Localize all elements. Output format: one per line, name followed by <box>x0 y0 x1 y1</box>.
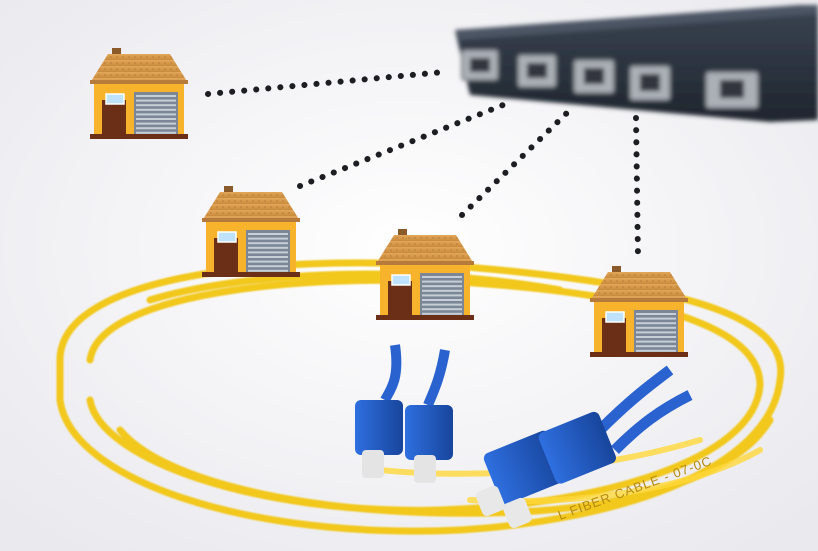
roof <box>90 54 188 83</box>
connection-lines <box>205 69 641 261</box>
garage-door <box>134 92 178 136</box>
door <box>102 100 126 134</box>
base <box>90 134 188 139</box>
roof <box>590 272 688 301</box>
house-icon <box>90 48 188 139</box>
connection-line-4 <box>633 115 641 261</box>
garage-door <box>420 273 464 317</box>
connection-line-1 <box>205 69 447 97</box>
roof <box>202 192 300 221</box>
window <box>391 274 411 286</box>
window <box>105 93 125 105</box>
base <box>202 272 300 277</box>
house-icon <box>202 186 300 277</box>
door <box>388 281 412 315</box>
garage-door <box>634 310 678 354</box>
base <box>590 352 688 357</box>
sc-connectors-right <box>475 365 693 528</box>
window <box>217 231 237 243</box>
network-switch <box>455 5 818 122</box>
base <box>376 315 474 320</box>
house-icon <box>590 266 688 357</box>
connection-line-2 <box>297 100 511 189</box>
roof <box>376 235 474 264</box>
door <box>214 238 238 272</box>
garage-door <box>246 230 290 274</box>
sc-connectors-left <box>355 344 453 483</box>
door <box>602 318 626 352</box>
window <box>605 311 625 323</box>
connection-line-3 <box>459 105 575 218</box>
houses <box>90 48 688 357</box>
house-icon <box>376 229 474 320</box>
